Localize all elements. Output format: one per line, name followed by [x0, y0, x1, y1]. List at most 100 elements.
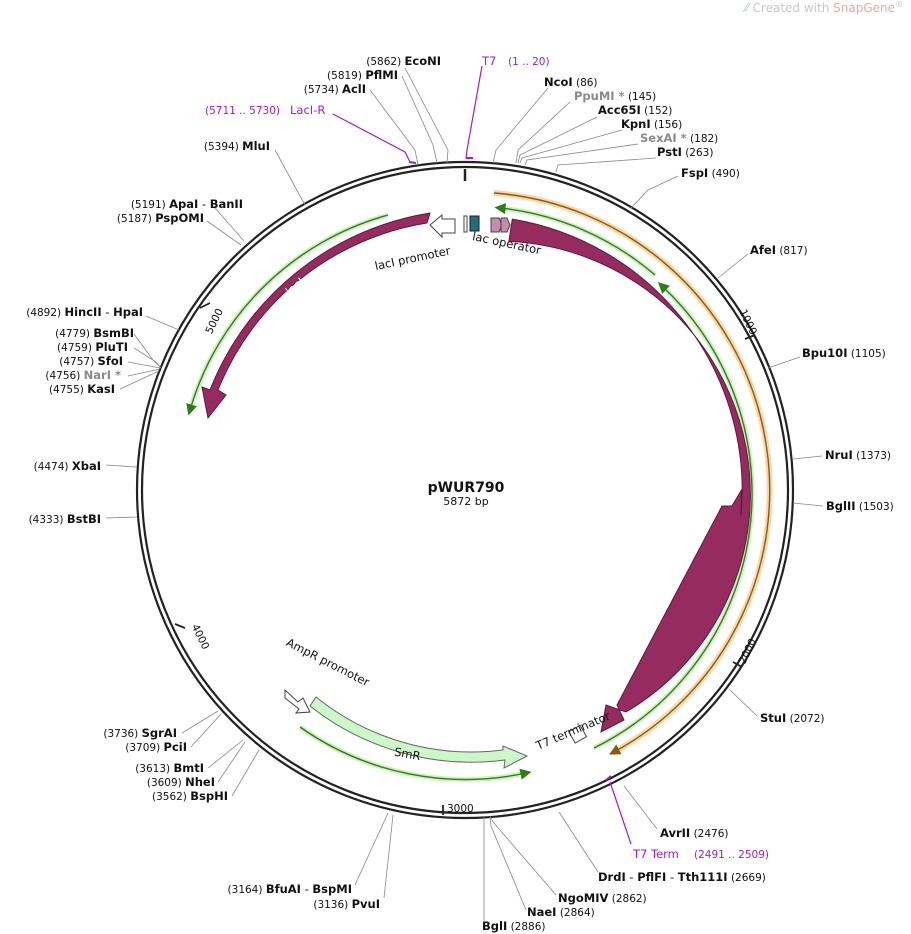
site-pos: (2886) — [511, 921, 546, 933]
site-name: PspOMI — [155, 211, 204, 225]
site-name: NcoI — [544, 75, 573, 89]
leader-kasi — [119, 370, 160, 390]
site-label-kasi: (4755) KasI — [49, 382, 115, 396]
site-label-nari: (4756) NarI * — [45, 368, 121, 382]
label-ampr-promoter: AmpR promoter — [284, 635, 372, 689]
site-pos: (4474) — [34, 461, 69, 473]
leader-xbai — [105, 464, 138, 468]
feature-rbs-2 — [500, 217, 511, 233]
site-pos: (2072) — [790, 713, 825, 725]
site-pos: (145) — [628, 91, 656, 103]
site-name: NgoMIV — [558, 891, 608, 905]
leader-acli — [369, 89, 419, 166]
leader-pflmi — [401, 75, 438, 164]
leader-bsphi — [231, 749, 260, 797]
site-label-ncoi: NcoI (86) — [544, 75, 598, 89]
site-name: Bpu10I — [802, 346, 847, 360]
tick-4000 — [174, 623, 186, 629]
site-pos: (2862) — [612, 893, 647, 905]
primer-t7term-leader — [609, 781, 632, 845]
site-pos: (4759) — [57, 342, 92, 354]
primer-t7term-name: T7 Term — [632, 847, 679, 861]
site-pos: (3609) — [147, 777, 182, 789]
watermark-brand: SnapGene — [833, 1, 895, 15]
leader-kpni — [519, 129, 623, 164]
site-pos: (3613) — [135, 763, 170, 775]
site-name: NruI — [825, 448, 853, 462]
primer-laci-r-leader — [332, 113, 411, 163]
snapgene-watermark: ⁄⁄ Created with SnapGene® — [745, 0, 903, 15]
site-name: BspHI — [190, 789, 228, 803]
leader-ppumi — [515, 101, 571, 164]
site-sep: - — [626, 870, 637, 884]
site-name: KasI — [87, 382, 115, 396]
site-label-pspomi: (5187) PspOMI — [117, 211, 204, 225]
leader-pvui — [383, 814, 394, 899]
site-name: NarI * — [84, 368, 121, 382]
site-sep: - — [198, 197, 209, 211]
leader-psti — [555, 157, 657, 173]
site-name: ApaI — [169, 197, 198, 211]
features — [201, 212, 751, 769]
leader-pluti — [133, 347, 162, 369]
site-pos: (4892) — [26, 307, 61, 319]
primer-t7-name: T7 — [481, 54, 496, 68]
site-label-bsphi: (3562) BspHI — [152, 789, 228, 803]
site-name: AvrII — [660, 826, 690, 840]
site-label-ppumi: PpuMI * (145) — [574, 89, 656, 103]
site-label-sgrai: (3736) SgrAI — [103, 726, 177, 740]
label-laci: lacI — [283, 275, 307, 299]
site-name: PpuMI * — [574, 89, 625, 103]
site-pos: (5819) — [327, 70, 362, 82]
site-name: Tth111I — [678, 870, 728, 884]
site-pos: (156) — [654, 119, 682, 131]
orf-laci-arrow — [186, 214, 389, 416]
feature-t7-terminator — [568, 724, 588, 744]
site-pos: (2476) — [694, 828, 729, 840]
site-name: NaeI — [527, 905, 556, 919]
label-smr: SmR — [393, 745, 422, 763]
site-label-nhei: (3609) NheI — [147, 775, 215, 789]
leader-nhei — [217, 741, 246, 783]
site-name: PvuI — [352, 897, 380, 911]
site-label-fspi: FspI (490) — [681, 166, 740, 180]
feature-laci-promoter — [429, 213, 456, 239]
site-sep: - — [102, 305, 113, 319]
leader-mlui — [274, 149, 306, 206]
site-name: PflFI — [637, 870, 666, 884]
site-label-avrii: AvrII (2476) — [660, 826, 728, 840]
primer-labels: T7 (1 .. 20) (5711 .. 5730) LacI-R T7 Te… — [205, 54, 769, 861]
primer-t7term-mark — [605, 775, 612, 781]
leader-ngomiv — [489, 815, 557, 896]
site-name: StuI — [760, 711, 786, 725]
site-sep: - — [666, 870, 677, 884]
site-label-apai: (5191) ApaI - BanII — [131, 197, 243, 211]
site-label-nrui: NruI (1373) — [825, 448, 891, 462]
site-label-ngomiv: NgoMIV (2862) — [558, 891, 647, 905]
site-pos: (263) — [685, 147, 713, 159]
site-pos: (3709) — [125, 742, 160, 754]
tick-label-2000: 2000 — [737, 637, 760, 666]
feature-rbs-1 — [490, 217, 503, 233]
site-name: Acc65I — [598, 103, 641, 117]
leader-bstbi — [105, 516, 138, 519]
leader-pspomi — [206, 220, 242, 246]
site-label-bgli: BglI (2886) — [482, 919, 545, 933]
restriction-site-labels: (5862) EcoNI(5819) PflMI(5734) AclI(5394… — [26, 54, 894, 933]
leader-econi — [404, 67, 449, 164]
site-label-stui: StuI (2072) — [760, 711, 825, 725]
tick-label-3000: 3000 — [447, 803, 474, 815]
site-name: HpaI — [113, 305, 143, 319]
site-label-bsmbi: (4779) BsmBI — [55, 326, 134, 340]
site-name: BstBI — [67, 512, 101, 526]
leader-pcii — [190, 713, 222, 748]
site-name: BanII — [210, 197, 243, 211]
site-name: SfoI — [98, 354, 123, 368]
leader-bfuai — [354, 812, 389, 886]
tick-1000 — [744, 334, 756, 340]
primer-laci-r-range: (5711 .. 5730) — [205, 105, 280, 117]
site-leaders — [105, 67, 824, 921]
site-label-bpu10i: Bpu10I (1105) — [802, 346, 886, 360]
site-pos: (4757) — [59, 356, 94, 368]
watermark-logo-icon: ⁄⁄ — [744, 1, 753, 15]
